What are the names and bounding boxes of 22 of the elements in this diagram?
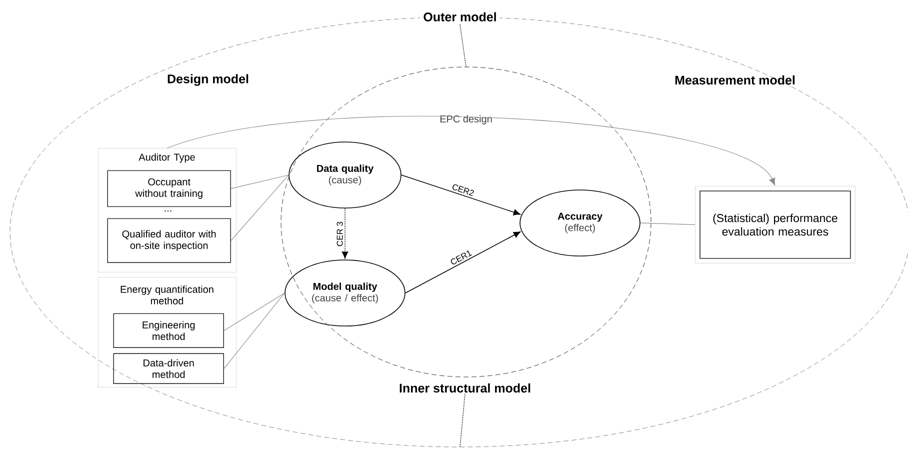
connector-line [224, 292, 285, 331]
item-box: Qualified auditor with on-site inspection [107, 218, 232, 263]
region-title: Inner structural model [400, 383, 530, 393]
connector-line [230, 174, 289, 189]
edge-label: CER 3 [336, 220, 344, 248]
region-title: Measurement model [675, 75, 795, 85]
edge-label: CER1 [448, 248, 474, 267]
item-box: Engineering method [113, 313, 224, 348]
connector-line [230, 174, 289, 241]
item-box: Data-driven method [113, 353, 224, 384]
arrow [405, 231, 521, 294]
connector-line [460, 24, 466, 68]
edge-label: CER2 [450, 182, 476, 198]
region-title: Design model [168, 74, 248, 86]
connector-line [224, 292, 285, 369]
arrow [166, 116, 776, 186]
arrow [342, 208, 348, 259]
item-box: Occupant without training [107, 170, 232, 207]
measures-box: (Statistical) performance evaluation measures [695, 186, 856, 264]
arrow [401, 174, 520, 216]
connector-line [640, 222, 696, 225]
connector-line [460, 393, 466, 448]
